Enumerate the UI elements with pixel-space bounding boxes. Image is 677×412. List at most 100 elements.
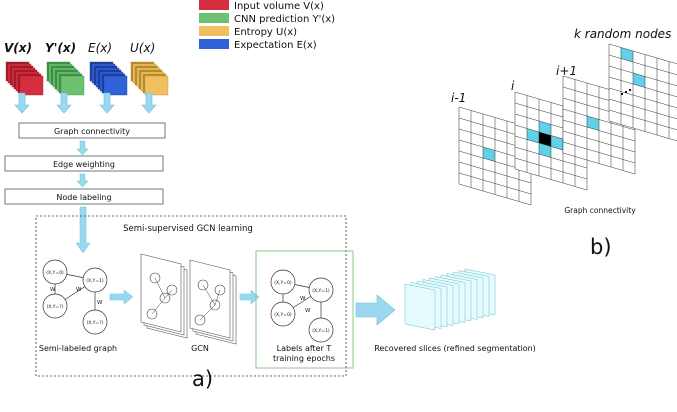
grid-line — [608, 76, 677, 98]
legend: Input volume V(x) CNN prediction Y'(x) E… — [199, 0, 335, 51]
legend-label-cnn: CNN prediction Y'(x) — [234, 14, 335, 25]
labels-after-frame — [255, 250, 354, 369]
arrow-pipe-1 — [76, 140, 89, 156]
grid-line — [608, 43, 677, 65]
grid-line — [562, 108, 636, 131]
grid-cell — [539, 143, 551, 158]
legend-label-input: Input volume V(x) — [234, 1, 324, 12]
volume-stack — [46, 61, 85, 96]
volume-labels: V(x) Y'(x) E(x) U(x) — [4, 41, 155, 55]
grid-cell — [527, 128, 539, 143]
graph-connectivity-label: Graph connectivity — [54, 127, 130, 136]
grid-line — [458, 183, 532, 206]
graph-node — [308, 277, 334, 303]
labels-after-line1: Labels after T — [277, 344, 332, 353]
volume-slice — [19, 75, 44, 96]
connector-dot — [624, 90, 628, 94]
graph-connectivity-box — [18, 122, 166, 139]
node-label: (X,Y=?) — [87, 320, 104, 326]
arrow-to-labels — [239, 289, 260, 305]
connector-dot — [628, 88, 632, 92]
graph-node — [82, 309, 108, 335]
grid-line — [562, 152, 636, 175]
labels-after-line2: training epochs — [273, 354, 335, 363]
legend-swatch-entropy — [199, 26, 229, 36]
grid-cell — [633, 73, 645, 88]
gcn-label: GCN — [191, 344, 209, 353]
gcn-edge — [214, 289, 221, 306]
graph-node — [42, 259, 68, 285]
panel-b-title: k random nodes — [574, 27, 671, 41]
recovered-slice — [404, 283, 436, 331]
grid-cell — [621, 47, 633, 62]
edge-weighting-box — [4, 155, 164, 172]
gcn-learning-title: Semi-supervised GCN learning — [123, 224, 253, 234]
arrow-down-y — [56, 92, 72, 114]
gcn-layers — [140, 253, 237, 345]
slice-label-current: i — [511, 79, 515, 93]
graph-node — [270, 269, 296, 295]
edge-weight-label: W — [50, 287, 56, 293]
edge-weight-label: W — [97, 300, 103, 306]
grid-line — [514, 146, 588, 169]
gcn-edge — [202, 284, 216, 306]
arrow-to-gcn — [109, 289, 134, 305]
legend-label-entropy: Entropy U(x) — [234, 27, 297, 38]
graph-node — [308, 317, 334, 343]
slice-label-prev: i-1 — [451, 91, 466, 105]
panel-a-label: a) — [192, 367, 213, 391]
grid-slices — [458, 43, 677, 206]
labeled-graph — [270, 269, 334, 343]
gcn-edge — [164, 289, 173, 299]
grid-background — [609, 44, 677, 141]
grid-line — [608, 120, 677, 142]
graph-node — [270, 301, 296, 327]
grid-slice — [608, 43, 677, 142]
grid-line — [562, 119, 636, 142]
grid-line — [562, 130, 636, 153]
edge-weight-label: W — [305, 308, 311, 314]
edge-weighting-label: Edge weighting — [53, 160, 115, 169]
arrow-to-recovered — [355, 294, 396, 326]
grid-line — [514, 157, 588, 180]
arrow-down-v — [14, 92, 30, 114]
slice-label-next: i+1 — [556, 64, 577, 78]
node-label: (X,Y=0) — [274, 312, 292, 318]
node-label: (X,Y=0) — [46, 270, 64, 276]
arrow-pipe-3 — [75, 206, 91, 254]
grid-cell — [483, 147, 495, 162]
volume-label-v: V(x) — [4, 41, 32, 55]
grid-line — [458, 172, 532, 195]
grid-cell — [551, 135, 563, 150]
volume-stack — [89, 61, 128, 96]
arrow-down-e — [99, 92, 115, 114]
node-label: (X,Y=0) — [274, 280, 292, 286]
node-label: (X,Y=1) — [312, 288, 330, 294]
recovered-slices-label: Recovered slices (refined segmentation) — [374, 344, 536, 353]
grid-line — [608, 65, 677, 87]
grid-line — [562, 141, 636, 164]
grid-line — [608, 109, 677, 131]
panel-b-label: b) — [590, 235, 612, 259]
volume-slice — [60, 75, 85, 96]
edge-weight-label: W — [76, 287, 82, 293]
semi-labeled-graph — [42, 259, 108, 335]
grid-cell — [539, 132, 551, 147]
node-label: (X,Y=?) — [47, 304, 64, 310]
node-labeling-box — [4, 188, 164, 205]
graph-node — [42, 293, 68, 319]
graph-node — [82, 267, 108, 293]
volume-arrows — [14, 92, 157, 114]
grid-cell — [587, 116, 599, 131]
grid-line — [608, 87, 677, 109]
gcn-learning-section: Semi-supervised GCN learning (X,Y=0) (X,… — [35, 215, 354, 377]
node-label: (X,Y=1) — [312, 328, 330, 334]
gcn-learning-frame — [35, 215, 347, 377]
volume-slice — [144, 75, 169, 96]
gcn-edge — [151, 297, 166, 315]
edge-weight-label: W — [300, 296, 306, 302]
node-label: (X,Y=1) — [86, 278, 104, 284]
semi-labeled-graph-label: Semi-labeled graph — [39, 344, 117, 353]
legend-swatch-expectation — [199, 39, 229, 49]
